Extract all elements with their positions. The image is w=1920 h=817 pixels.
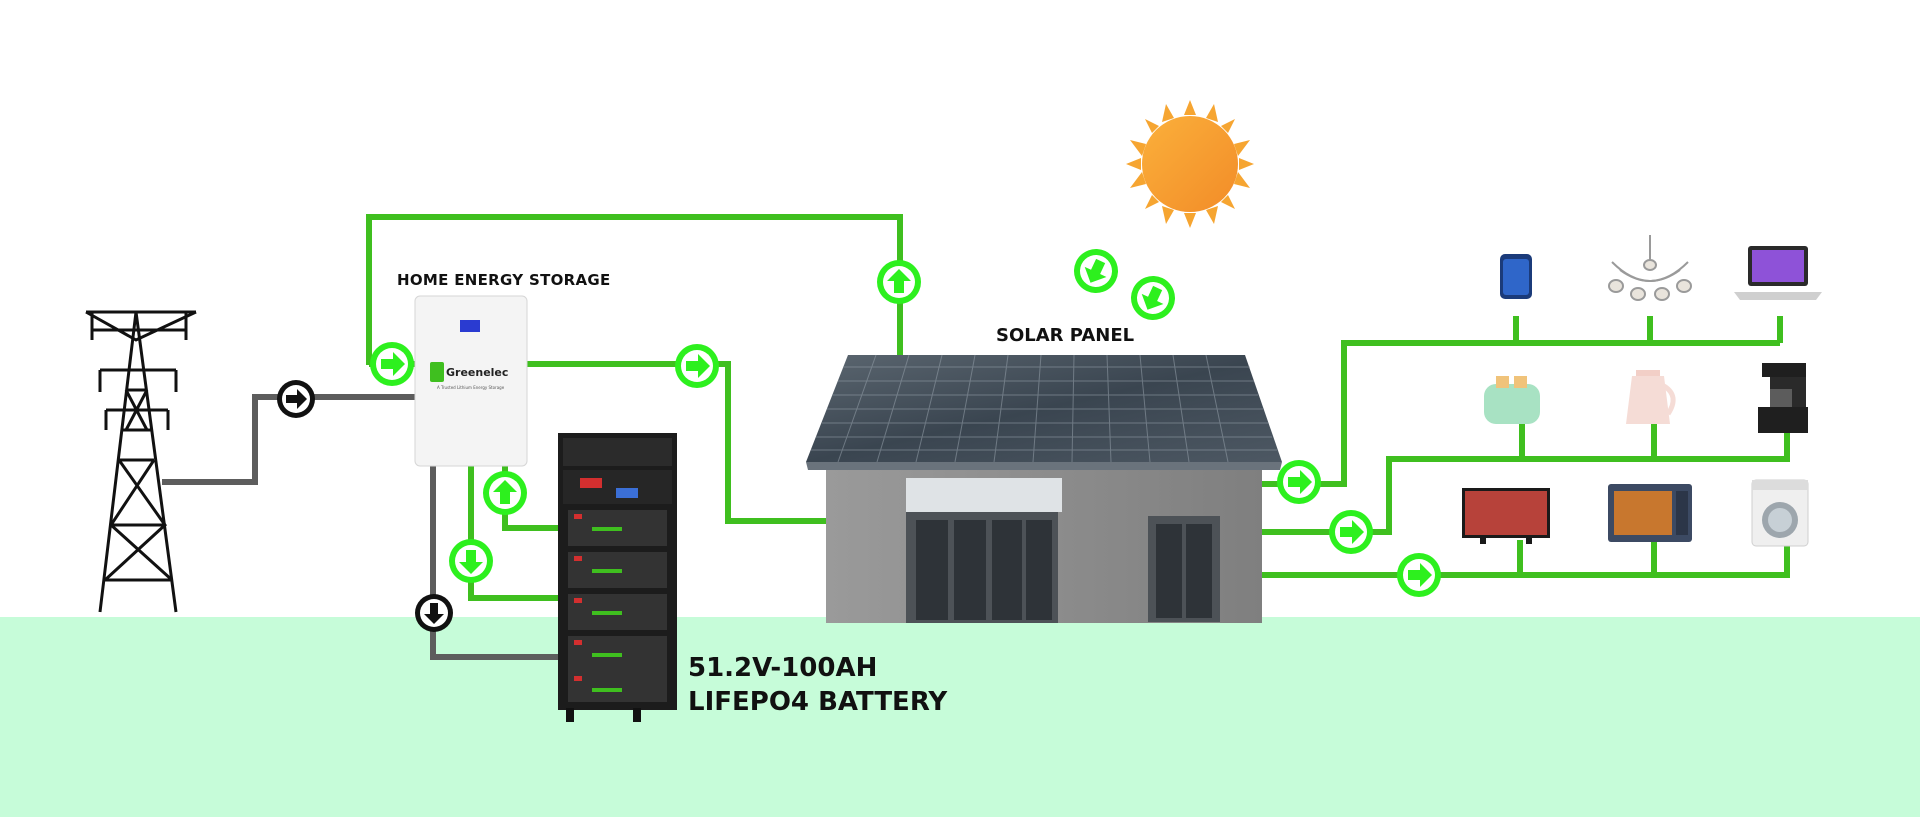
solar-panel-label: SOLAR PANEL	[996, 325, 1135, 346]
arrow-house-to-load-1	[1277, 460, 1321, 504]
battery-spec-line: 51.2V-100AH	[688, 653, 878, 683]
arrow-house-to-load-2	[1329, 510, 1373, 554]
coffee-maker-icon	[1758, 363, 1808, 433]
arrow-sunlight-1	[1066, 241, 1126, 301]
home-energy-storage-label: HOME ENERGY STORAGE	[397, 271, 611, 289]
ground	[0, 617, 1920, 817]
home-energy-storage-unit: Greenelec A Trusted Lithium Energy Stora…	[414, 295, 528, 467]
storage-tagline: A Trusted Lithium Energy Storage	[437, 385, 505, 390]
oven-icon	[1608, 484, 1692, 542]
battery-type-line: LIFEPO4 BATTERY	[688, 687, 948, 717]
chandelier-icon	[1608, 235, 1692, 301]
laptop-icon	[1734, 246, 1822, 300]
storage-logo-text: Greenelec	[446, 366, 508, 379]
arrow-house-to-load-3	[1397, 553, 1441, 597]
arrow-grid-to-storage	[277, 380, 315, 418]
arrow-battery-up	[483, 471, 527, 515]
smartphone-icon	[1500, 254, 1532, 299]
sun-icon	[1126, 100, 1254, 228]
arrow-storage-to-ground	[415, 594, 453, 632]
television-icon	[1462, 488, 1550, 544]
arrow-loop-to-storage	[370, 342, 414, 386]
power-tower-icon	[85, 310, 197, 613]
arrow-solar-up	[877, 260, 921, 304]
battery-rack	[558, 433, 677, 722]
battery-label: 51.2V-100AH LIFEPO4 BATTERY	[688, 651, 947, 719]
toaster-icon	[1484, 376, 1540, 424]
grid-wires	[162, 394, 560, 660]
arrow-battery-down	[449, 539, 493, 583]
house-with-solar-roof	[806, 354, 1282, 623]
kettle-icon	[1626, 370, 1676, 424]
washing-machine-icon	[1751, 479, 1809, 547]
arrow-sunlight-2	[1123, 268, 1183, 328]
arrow-storage-to-house	[675, 344, 719, 388]
